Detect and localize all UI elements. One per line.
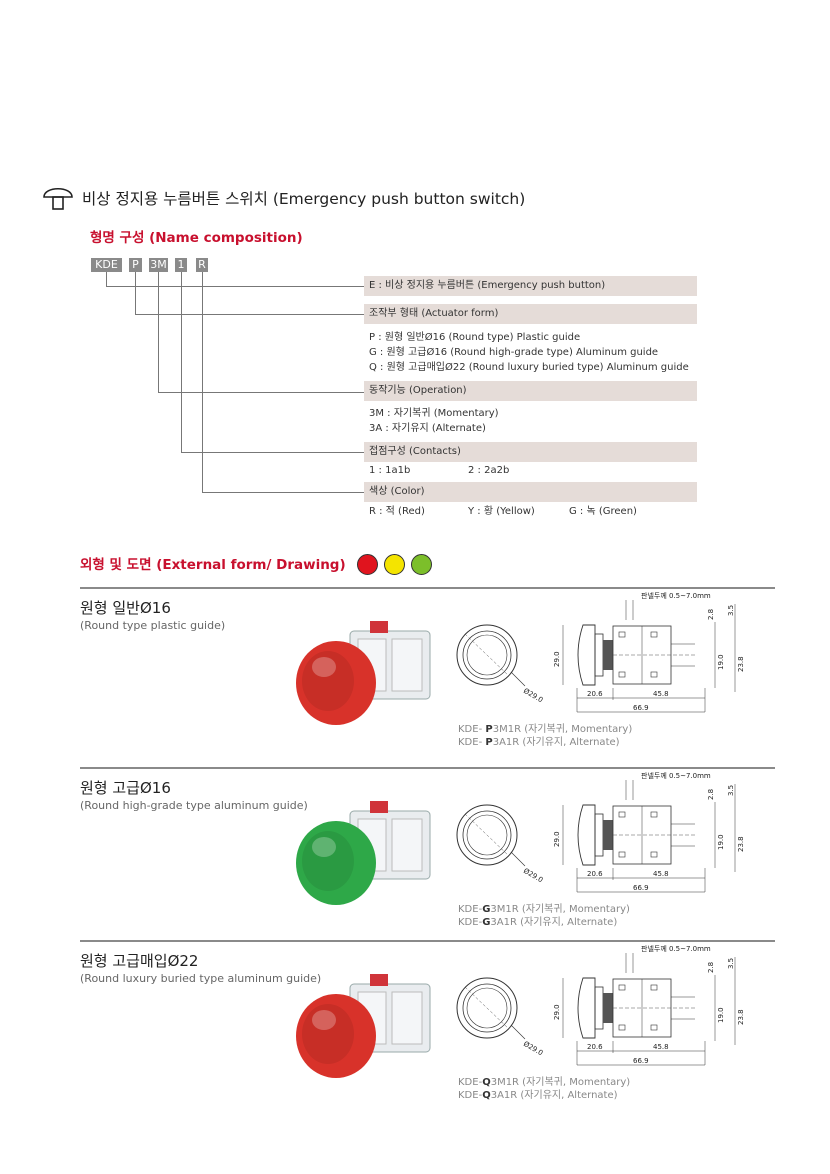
product-title: 원형 고급Ø16: [80, 779, 171, 797]
contacts-1: 1 : 1a1b: [369, 465, 411, 476]
dimension-label: 23.8: [737, 1009, 745, 1025]
product-photo: [296, 974, 431, 1078]
product-subtitle: (Round luxury buried type aluminum guide…: [80, 972, 322, 985]
model-line-alternate: KDE-G3A1R (자기유지, Alternate): [458, 917, 618, 928]
model-numbers: KDE- P3M1R (자기복귀, Momentary) KDE- P3A1R …: [458, 723, 632, 749]
product-title: 원형 고급매입Ø22: [80, 952, 199, 970]
name-composition-heading: 형명 구성 (Name composition): [90, 230, 303, 246]
color-red: R : 적 (Red): [369, 506, 425, 517]
model-line-momentary: KDE-Q3M1R (자기복귀, Momentary): [458, 1077, 631, 1088]
model-line-alternate: KDE-Q3A1R (자기유지, Alternate): [458, 1090, 618, 1101]
dimension-label: 23.8: [737, 836, 745, 852]
connector-line: [135, 272, 365, 315]
red-tab: [370, 974, 388, 986]
model-numbers: KDE-G3M1R (자기복귀, Momentary) KDE-G3A1R (자…: [458, 903, 630, 929]
section-divider: [80, 940, 775, 942]
code-part-color: R: [196, 258, 208, 272]
band-emergency: E : 비상 정지용 누름버튼 (Emergency push button): [364, 276, 697, 296]
connector-line: [158, 272, 365, 393]
product-subtitle: (Round type plastic guide): [80, 619, 226, 632]
dimension-label: Ø29.0: [522, 687, 544, 704]
operation-line-3a: 3A : 자기유지 (Alternate): [369, 423, 486, 434]
product-title: 원형 일반Ø16: [80, 599, 171, 617]
dimension-label: 66.9: [633, 1057, 649, 1065]
band-operation: 동작기능 (Operation): [364, 381, 697, 401]
model-numbers: KDE-Q3M1R (자기복귀, Momentary) KDE-Q3A1R (자…: [458, 1076, 630, 1102]
actuator-line-p: P : 원형 일반Ø16 (Round type) Plastic guide: [369, 332, 581, 343]
dimension-label: 45.8: [653, 690, 669, 698]
page-title: 비상 정지용 누름버튼 스위치 (Emergency push button s…: [82, 190, 526, 208]
technical-drawing: Ø29.0 29.0 판넬두께 0.5~7.0mm 2.8 3.5 19.0 2…: [456, 592, 745, 713]
code-part-kde: KDE: [91, 258, 122, 272]
model-line-momentary: KDE- P3M1R (자기복귀, Momentary): [458, 724, 633, 735]
dimension-label: 19.0: [717, 834, 725, 850]
dimension-label: 20.6: [587, 870, 603, 878]
actuator-line-g: G : 원형 고급Ø16 (Round high-grade type) Alu…: [369, 347, 659, 358]
product-subtitle: (Round high-grade type aluminum guide): [80, 799, 308, 812]
dimension-label: 3.5: [727, 958, 735, 969]
color-yellow: Y : 황 (Yellow): [468, 506, 535, 517]
operation-line-3m: 3M : 자기복귀 (Momentary): [369, 408, 499, 419]
technical-drawing: Ø29.0 29.0 판넬두께 0.5~7.0mm 2.8 3.5 19.0 2…: [456, 945, 745, 1066]
band-color: 색상 (Color): [364, 482, 697, 502]
dimension-label: 20.6: [587, 690, 603, 698]
dimension-label: 판넬두께 0.5~7.0mm: [641, 945, 711, 953]
code-part-operation: 3M: [149, 258, 168, 272]
dimension-label: 29.0: [553, 1004, 561, 1020]
color-green: G : 녹 (Green): [569, 506, 637, 517]
section-divider: [80, 767, 775, 769]
dimension-label: 2.8: [707, 962, 715, 973]
connector-line: [202, 272, 365, 493]
red-tab: [370, 801, 388, 813]
dimension-label: 3.5: [727, 605, 735, 616]
color-swatch-red: [357, 554, 378, 575]
contacts-2: 2 : 2a2b: [468, 465, 510, 476]
dimension-label: Ø29.0: [522, 1040, 544, 1057]
dimension-label: 2.8: [707, 789, 715, 800]
dimension-label: 45.8: [653, 870, 669, 878]
red-tab: [370, 621, 388, 633]
product-photo: [296, 621, 431, 725]
dimension-label: 23.8: [737, 656, 745, 672]
dimension-label: Ø29.0: [522, 867, 544, 884]
band-actuator: 조작부 형태 (Actuator form): [364, 304, 697, 324]
dimension-label: 29.0: [553, 831, 561, 847]
dimension-label: 3.5: [727, 785, 735, 796]
connector-line: [181, 272, 365, 453]
model-line-alternate: KDE- P3A1R (자기유지, Alternate): [458, 737, 620, 748]
dimension-label: 2.8: [707, 609, 715, 620]
code-part-actuator: P: [129, 258, 142, 272]
code-part-contacts: 1: [175, 258, 187, 272]
dimension-label: 판넬두께 0.5~7.0mm: [641, 592, 711, 600]
model-line-momentary: KDE-G3M1R (자기복귀, Momentary): [458, 904, 630, 915]
connector-line: [106, 272, 365, 287]
color-swatch-green: [411, 554, 432, 575]
dimension-label: 20.6: [587, 1043, 603, 1051]
dimension-label: 19.0: [717, 1007, 725, 1023]
dimension-label: 66.9: [633, 704, 649, 712]
dimension-label: 판넬두께 0.5~7.0mm: [641, 772, 711, 780]
dimension-label: 45.8: [653, 1043, 669, 1051]
product-photo: [296, 801, 431, 905]
dimension-label: 66.9: [633, 884, 649, 892]
mushroom-button-icon: [43, 187, 73, 210]
color-swatch-yellow: [384, 554, 405, 575]
dimension-label: 19.0: [717, 654, 725, 670]
dimension-label: 29.0: [553, 651, 561, 667]
actuator-line-q: Q : 원형 고급매입Ø22 (Round luxury buried type…: [369, 362, 689, 373]
section-divider: [80, 587, 775, 589]
technical-drawing: Ø29.0 29.0 판넬두께 0.5~7.0mm 2.8 3.5 19.0 2…: [456, 772, 745, 893]
band-contacts: 접점구성 (Contacts): [364, 442, 697, 462]
external-form-heading: 외형 및 도면 (External form/ Drawing): [80, 557, 346, 573]
